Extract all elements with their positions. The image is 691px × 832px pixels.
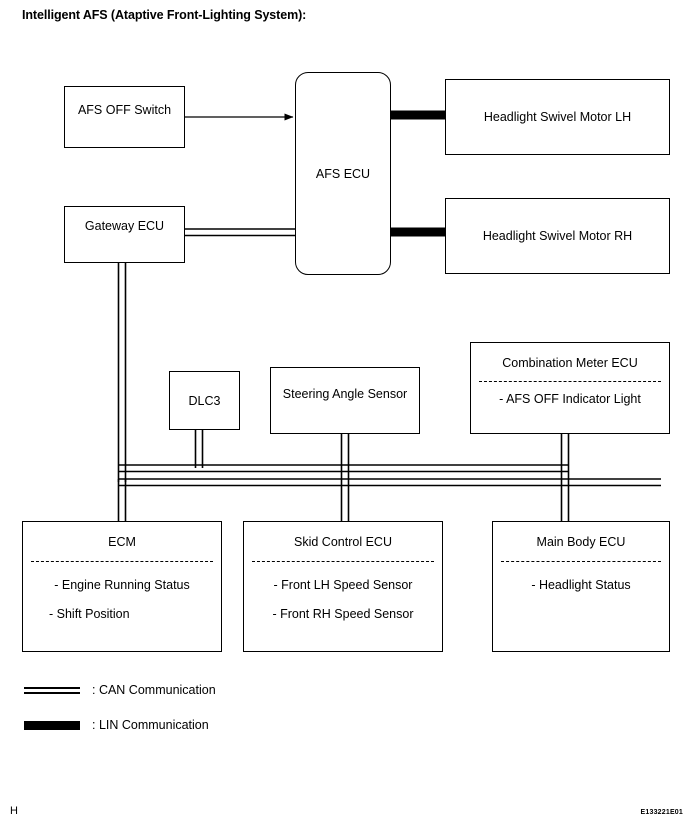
can-drop-skid-control-ecu [340, 468, 350, 521]
node-headlight-swivel-motor-rh[interactable]: Headlight Swivel Motor RH [445, 198, 670, 274]
can-drop-ecm [117, 479, 127, 521]
node-combination-meter-ecu-item: - AFS OFF Indicator Light [499, 392, 641, 406]
node-headlight-swivel-motor-lh-label: Headlight Swivel Motor LH [483, 110, 632, 124]
node-skid-control-ecu-item-front-rh-speed-sensor: - Front RH Speed Sensor [272, 607, 414, 621]
node-gateway-ecu[interactable]: Gateway ECU [64, 206, 185, 263]
node-ecm-item-engine-running-status: - Engine Running Status [54, 578, 190, 592]
page-title: Intelligent AFS (Ataptive Front-Lighting… [22, 8, 307, 22]
node-headlight-swivel-motor-lh[interactable]: Headlight Swivel Motor LH [445, 79, 670, 155]
node-afs-off-switch[interactable]: AFS OFF Switch [64, 86, 185, 148]
can-drop-steering-angle-sensor [340, 434, 350, 468]
can-drop-dlc3 [194, 430, 204, 468]
can-line-swatch [24, 687, 80, 694]
node-ecm-item-shift-position: - Shift Position [49, 607, 130, 621]
node-main-body-ecu-item-headlight-status: - Headlight Status [531, 578, 631, 592]
node-afs-ecu[interactable]: AFS ECU [295, 72, 391, 275]
node-steering-angle-sensor[interactable]: Steering Angle Sensor [270, 367, 420, 434]
lin-line-swatch [24, 721, 80, 730]
node-ecm-divider [31, 561, 213, 562]
can-drop-gateway-ecu [117, 263, 127, 482]
can-drop-combination-meter-ecu [560, 434, 570, 521]
node-skid-control-ecu-label: Skid Control ECU [294, 535, 392, 549]
node-steering-angle-sensor-label: Steering Angle Sensor [282, 387, 408, 401]
node-afs-off-switch-label: AFS OFF Switch [77, 103, 172, 117]
node-gateway-ecu-label: Gateway ECU [84, 219, 165, 233]
can-bus-lower-rail [118, 478, 661, 487]
legend-lin-label: : LIN Communication [92, 718, 209, 732]
node-skid-control-ecu-item-front-lh-speed-sensor: - Front LH Speed Sensor [273, 578, 413, 592]
node-combination-meter-ecu-divider [479, 381, 661, 382]
footer-page-marker: H [10, 805, 18, 817]
node-main-body-ecu-label: Main Body ECU [536, 535, 626, 549]
node-combination-meter-ecu[interactable]: Combination Meter ECU - AFS OFF Indicato… [470, 342, 670, 434]
footer-reference-code: E133221E01 [640, 809, 683, 816]
node-dlc3-label: DLC3 [188, 393, 221, 408]
node-main-body-ecu-divider [501, 561, 661, 562]
node-ecm[interactable]: ECM - Engine Running Status - Shift Posi… [22, 521, 222, 652]
node-dlc3[interactable]: DLC3 [169, 371, 240, 430]
can-line-gateway-to-afs-ecu [185, 228, 296, 237]
node-headlight-swivel-motor-rh-label: Headlight Swivel Motor RH [482, 229, 633, 243]
node-skid-control-ecu[interactable]: Skid Control ECU - Front LH Speed Sensor… [243, 521, 443, 652]
node-ecm-label: ECM [108, 535, 136, 549]
node-afs-ecu-label: AFS ECU [315, 166, 371, 181]
can-bus-upper-rail [118, 464, 569, 473]
node-main-body-ecu[interactable]: Main Body ECU - Headlight Status [492, 521, 670, 652]
legend-can-label: : CAN Communication [92, 683, 216, 697]
node-skid-control-ecu-divider [252, 561, 434, 562]
node-combination-meter-ecu-label: Combination Meter ECU [502, 356, 638, 370]
